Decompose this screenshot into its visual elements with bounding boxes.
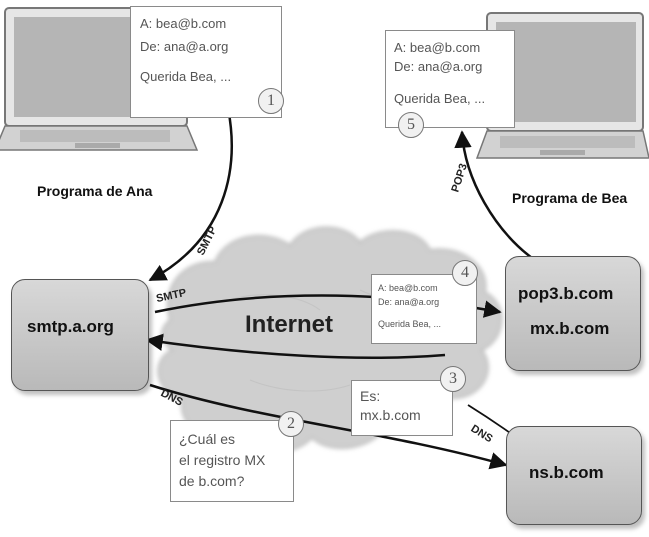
- step-badge-5: 5: [398, 112, 424, 138]
- server-smtp-label: smtp.a.org: [27, 317, 114, 336]
- email-from: De: ana@a.org: [378, 297, 440, 307]
- arrow-pop3-to-bea: [454, 130, 533, 259]
- server-ns: ns.b.com: [506, 426, 642, 525]
- email-to: A: bea@b.com: [394, 40, 481, 55]
- dns-answer-line-2: mx.b.com: [360, 407, 421, 423]
- step-badge-3: 3: [440, 366, 466, 392]
- server-ns-label: ns.b.com: [529, 463, 604, 482]
- dns-answer-line-1: Es:: [360, 388, 381, 404]
- email-from: De: ana@a.org: [140, 39, 229, 54]
- email-body: Querida Bea, ...: [378, 319, 442, 329]
- dns-answer-note: Es: mx.b.com: [351, 380, 453, 436]
- dns-question-line-1: ¿Cuál es: [179, 431, 236, 447]
- step-badge-4: 4: [452, 260, 478, 286]
- email-note-bea: A: bea@b.com De: ana@a.org Querida Bea, …: [385, 30, 515, 128]
- bea-program-label: Programa de Bea: [512, 190, 628, 206]
- email-body: Querida Bea, ...: [394, 91, 486, 106]
- internet-label: Internet: [245, 311, 334, 338]
- email-note-transit: A: bea@b.com De: ana@a.org Querida Bea, …: [371, 274, 477, 344]
- dns-question-note: ¿Cuál es el registro MX de b.com?: [170, 420, 294, 502]
- email-body: Querida Bea, ...: [140, 69, 232, 84]
- arrows: [145, 107, 546, 470]
- arrow-ana-to-smtp: [148, 107, 233, 282]
- step-badge-1: 1: [258, 88, 284, 114]
- laptop-bea-icon: [475, 12, 649, 159]
- server-mx-label: mx.b.com: [530, 319, 610, 338]
- dns-question-line-3: de b.com?: [179, 473, 245, 489]
- ana-program-label: Programa de Ana: [37, 183, 153, 199]
- server-pop3-mx: pop3.b.com mx.b.com: [505, 256, 641, 371]
- email-note-ana: A: bea@b.com De: ana@a.org Querida Bea, …: [130, 6, 282, 118]
- server-pop3-label: pop3.b.com: [518, 284, 614, 303]
- step-badge-2: 2: [278, 411, 304, 437]
- arrow-dns-query: [149, 383, 508, 470]
- email-from: De: ana@a.org: [394, 59, 483, 74]
- dns-question-line-2: el registro MX: [179, 452, 266, 468]
- email-to: A: bea@b.com: [140, 16, 227, 31]
- email-to: A: bea@b.com: [378, 283, 438, 293]
- server-smtp: smtp.a.org: [11, 279, 149, 391]
- arrow-mx-answer: [145, 333, 446, 359]
